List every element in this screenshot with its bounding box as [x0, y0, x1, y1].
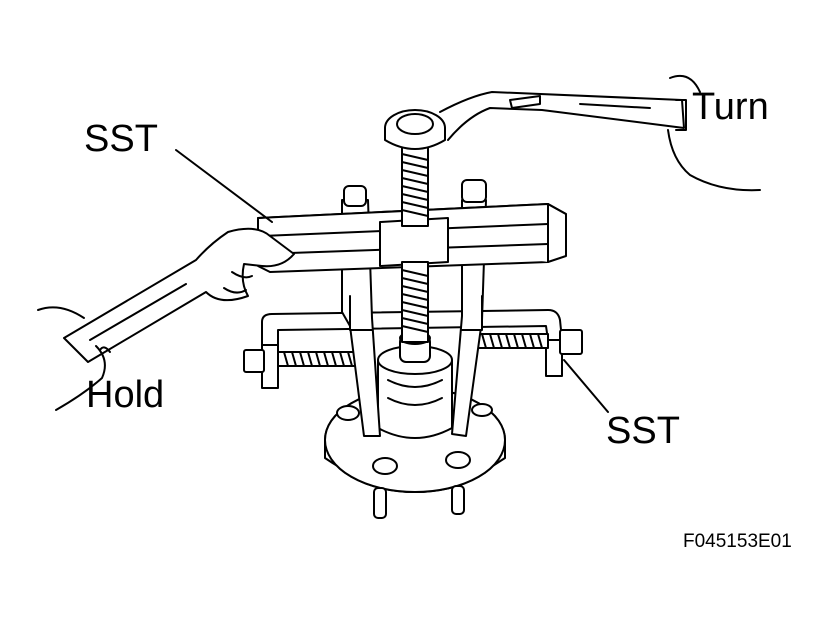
open-end-wrench: [64, 229, 294, 362]
hub-bolts: [374, 486, 464, 518]
leader-sst-top: [176, 150, 272, 222]
leader-lines: [176, 150, 608, 412]
forcing-screw: [402, 146, 428, 342]
left-hand: [38, 307, 110, 410]
label-hold: Hold: [86, 374, 165, 416]
label-turn: Turn: [692, 86, 769, 128]
label-sst-upper: SST: [84, 118, 158, 160]
box-wrench: [385, 92, 684, 149]
label-sst-lower: SST: [606, 410, 680, 452]
upper-sst-beam: [258, 204, 566, 272]
figure-code: F045153E01: [683, 531, 792, 552]
hub-bearing: [378, 332, 452, 438]
right-hand: [668, 76, 760, 190]
leader-sst-bottom: [564, 360, 608, 412]
